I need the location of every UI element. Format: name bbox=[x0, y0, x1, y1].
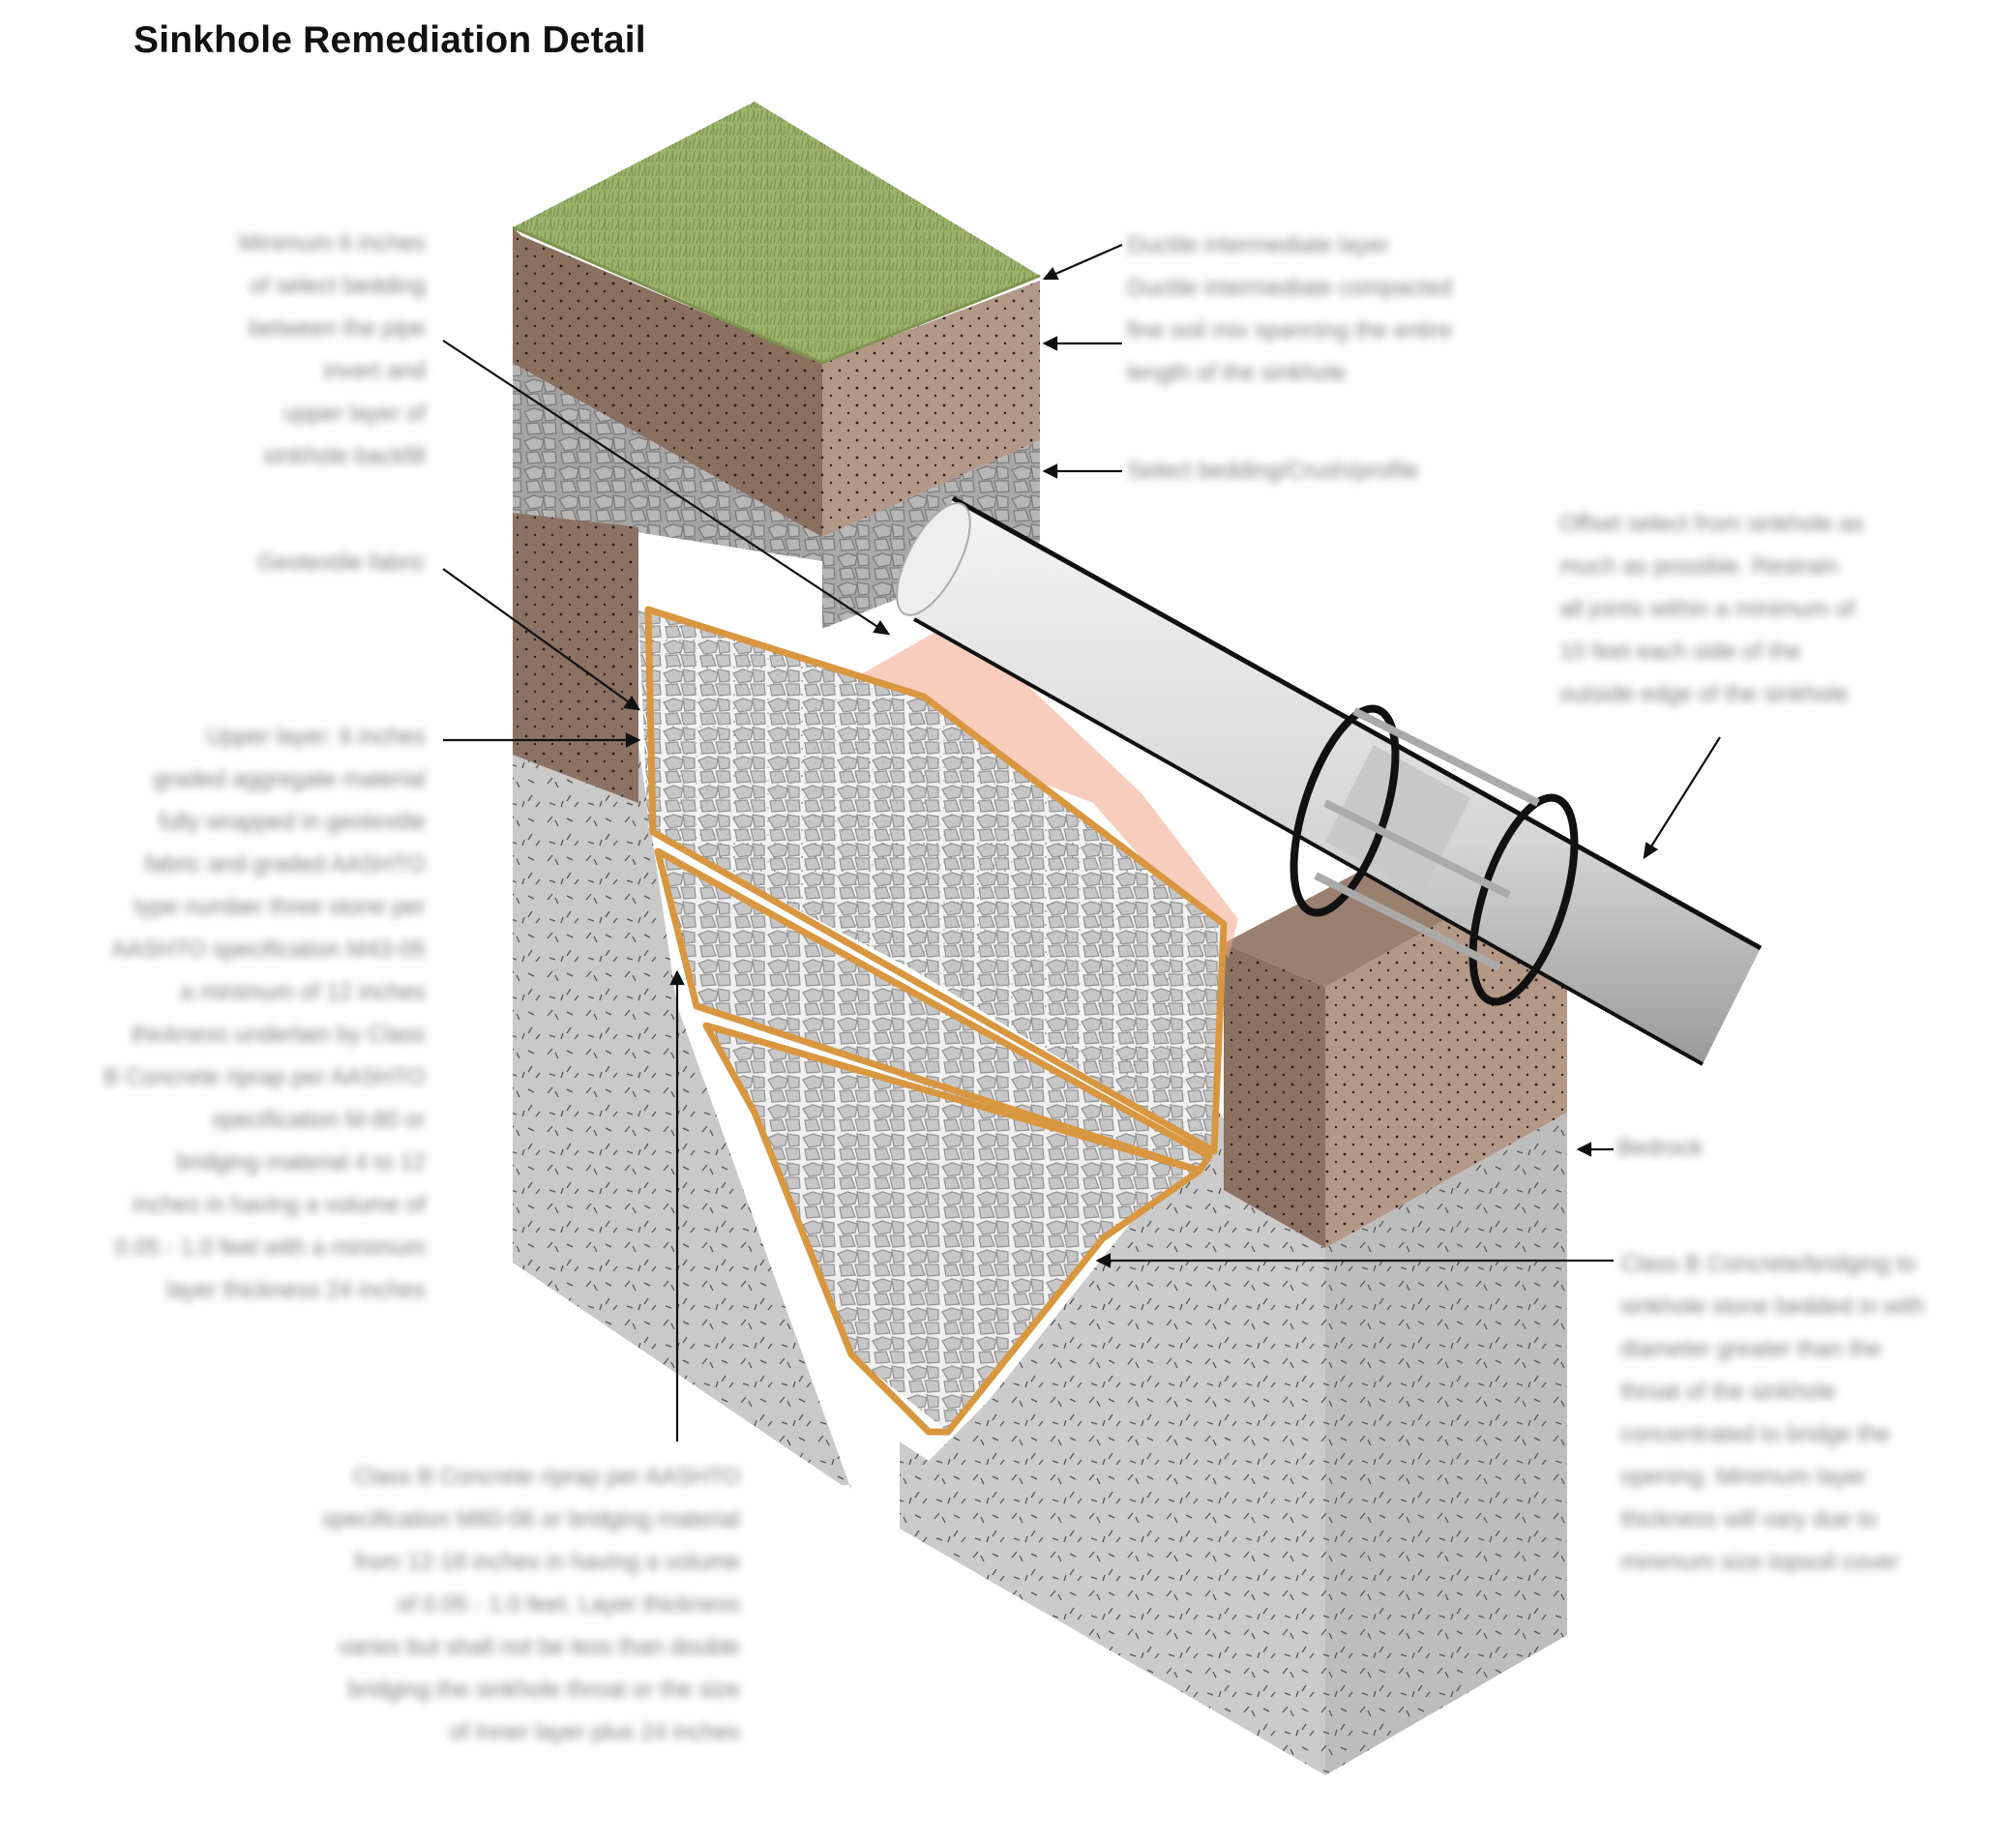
label-line: Ductile intermediate layer bbox=[1127, 232, 1389, 258]
label-bedrock: Bedrock bbox=[1617, 1127, 1908, 1170]
page-title: Sinkhole Remediation Detail bbox=[133, 19, 646, 61]
label-line: B Concrete riprap per AASHTO bbox=[103, 1064, 426, 1090]
label-line: Offset select from sinkhole as bbox=[1559, 511, 1864, 537]
label-line: bridging material 4 to 12 bbox=[176, 1149, 426, 1175]
label-line: sinkhole backfill bbox=[262, 443, 426, 469]
label-line: of Inner layer plus 24 inches bbox=[449, 1719, 740, 1745]
label-line: thickness underlain by Class bbox=[131, 1022, 426, 1048]
label-line: Minimum 6 inches bbox=[238, 230, 426, 256]
leader-lines bbox=[442, 243, 1721, 1442]
label-line: thickness will vary due to bbox=[1620, 1506, 1878, 1532]
label-line: Class B Concrete riprap per AASHTO bbox=[353, 1464, 740, 1490]
label-line: from 12-18 inches in having a volume bbox=[354, 1549, 740, 1575]
label-line: Upper layer: 6 inches bbox=[206, 724, 426, 750]
label-line: AASHTO specification M43-05 bbox=[110, 936, 426, 963]
label-line: minimum size topsoil cover bbox=[1620, 1549, 1900, 1575]
label-bridging: Class B Concrete/bridging to sinkhole st… bbox=[1620, 1243, 2007, 1584]
label-line: a minimum of 12 inches bbox=[180, 979, 426, 1005]
label-bedding-depth: Minimum 6 inches of select bedding betwe… bbox=[145, 223, 426, 478]
label-line: specification M80-06 or bridging materia… bbox=[321, 1506, 740, 1532]
label-line: varies but shall not be less than double bbox=[339, 1634, 740, 1660]
label-line: Ductile intermediate compacted bbox=[1127, 275, 1453, 301]
label-line: Select bedding/Crush/profile bbox=[1127, 458, 1419, 484]
label-line: fully wrapped in geotextile bbox=[158, 809, 426, 835]
label-line: throat of the sinkhole bbox=[1620, 1379, 1836, 1405]
label-line: fine soil mix spanning the entire bbox=[1127, 317, 1453, 343]
pipe bbox=[896, 495, 1763, 1066]
label-select-bedding: Select bedding/Crush/profile bbox=[1127, 450, 1553, 492]
label-line: of select bedding bbox=[250, 273, 426, 299]
bedrock-left bbox=[513, 745, 851, 1490]
label-line: Class B Concrete/bridging to bbox=[1620, 1251, 1916, 1277]
label-class-b-riprap: Class B Concrete riprap per AASHTO speci… bbox=[193, 1456, 740, 1754]
label-line: opening. Minimum layer bbox=[1620, 1464, 1867, 1490]
label-line: sinkhole stone bedded in with bbox=[1620, 1293, 1925, 1320]
label-line: Geotextile fabric bbox=[257, 550, 426, 576]
label-geotextile: Geotextile fabric bbox=[145, 542, 426, 584]
pipe-restraint bbox=[1290, 704, 1579, 1006]
label-line: 10 feet each side of the bbox=[1559, 639, 1801, 665]
label-line: fabric and graded AASHTO bbox=[144, 851, 426, 877]
label-line: Bedrock bbox=[1617, 1135, 1704, 1161]
label-line: invert and bbox=[323, 358, 426, 384]
label-line: all joints within a minimum of bbox=[1559, 596, 1855, 622]
soil-block-right bbox=[1224, 813, 1567, 1248]
sinkhole-fill bbox=[638, 606, 1228, 1436]
label-line: type number three stone per bbox=[133, 894, 426, 920]
label-line: specification M-80 or bbox=[211, 1107, 426, 1133]
label-line: length of the sinkhole bbox=[1127, 360, 1347, 386]
label-pipe-offset: Offset select from sinkhole as much as p… bbox=[1559, 503, 1966, 716]
label-line: upper layer of bbox=[283, 401, 426, 427]
label-line: of 0.05 - 1.0 feet. Layer thickness bbox=[397, 1591, 740, 1618]
label-line: bridging the sinkhole throat or the size bbox=[347, 1677, 740, 1703]
label-line: outside edge of the sinkhole bbox=[1559, 681, 1849, 707]
label-line: between the pipe bbox=[249, 315, 426, 342]
label-line: graded aggregate material bbox=[153, 766, 426, 792]
label-line: layer thickness 24 inches bbox=[165, 1277, 426, 1303]
label-line: diameter greater than the bbox=[1620, 1336, 1882, 1362]
label-line: 0.05 - 1.0 feet with a minimum bbox=[114, 1234, 426, 1261]
bedrock-right bbox=[900, 1113, 1567, 1775]
label-upper-layer: Upper layer: 6 inches graded aggregate m… bbox=[10, 716, 426, 1312]
grass-surface bbox=[512, 102, 1041, 365]
label-line: much as possible. Restrain bbox=[1559, 553, 1839, 580]
label-ductile-layer: Ductile intermediate layer Ductile inter… bbox=[1127, 224, 1553, 395]
label-line: inches in having a volume of bbox=[133, 1192, 426, 1218]
label-line: concentrated to bridge the bbox=[1620, 1421, 1890, 1447]
